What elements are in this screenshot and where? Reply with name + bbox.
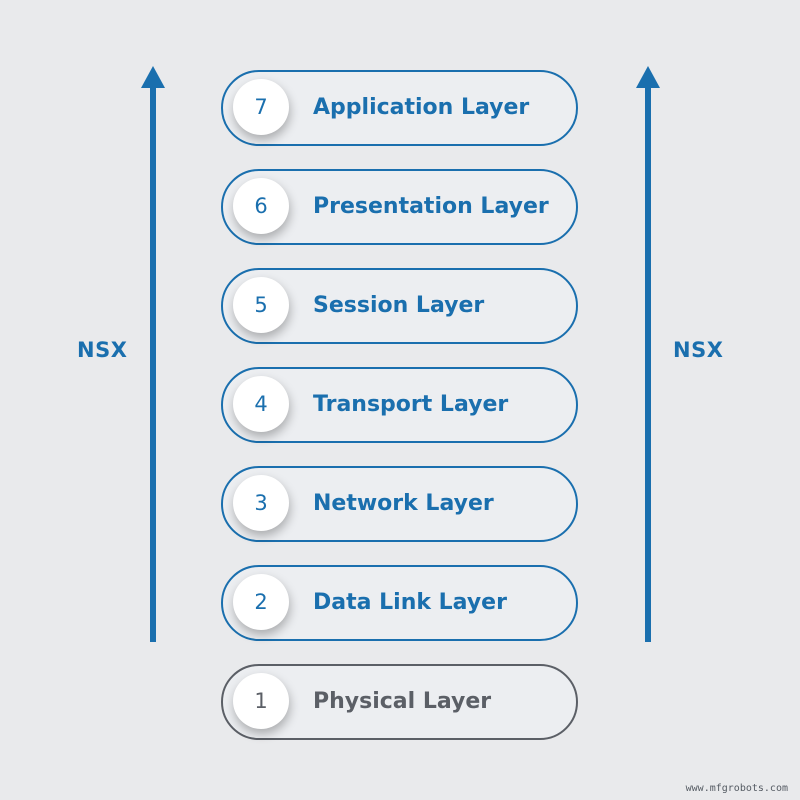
left-nsx-label: NSX bbox=[77, 338, 128, 362]
left-up-arrow bbox=[139, 66, 167, 642]
layer-network: 3 Network Layer bbox=[221, 466, 578, 542]
layer-name: Data Link Layer bbox=[313, 590, 507, 615]
layer-number-badge: 1 bbox=[233, 673, 289, 729]
layer-name: Application Layer bbox=[313, 95, 530, 120]
layer-number-badge: 3 bbox=[233, 475, 289, 531]
right-up-arrow bbox=[634, 66, 662, 642]
layer-number-badge: 2 bbox=[233, 574, 289, 630]
arrow-up-icon bbox=[141, 66, 165, 642]
layer-name: Physical Layer bbox=[313, 689, 492, 714]
layer-physical: 1 Physical Layer bbox=[221, 664, 578, 740]
watermark-text: www.mfgrobots.com bbox=[685, 783, 788, 794]
layer-transport: 4 Transport Layer bbox=[221, 367, 578, 443]
layer-application: 7 Application Layer bbox=[221, 70, 578, 146]
layer-name: Network Layer bbox=[313, 491, 494, 516]
layer-number-badge: 6 bbox=[233, 178, 289, 234]
layer-name: Transport Layer bbox=[313, 392, 509, 417]
layer-number-badge: 5 bbox=[233, 277, 289, 333]
layer-data-link: 2 Data Link Layer bbox=[221, 565, 578, 641]
layer-name: Presentation Layer bbox=[313, 194, 549, 219]
arrow-up-icon bbox=[636, 66, 660, 642]
layer-session: 5 Session Layer bbox=[221, 268, 578, 344]
right-nsx-label: NSX bbox=[673, 338, 724, 362]
layer-number-badge: 4 bbox=[233, 376, 289, 432]
layer-presentation: 6 Presentation Layer bbox=[221, 169, 578, 245]
layer-name: Session Layer bbox=[313, 293, 485, 318]
layer-number-badge: 7 bbox=[233, 79, 289, 135]
